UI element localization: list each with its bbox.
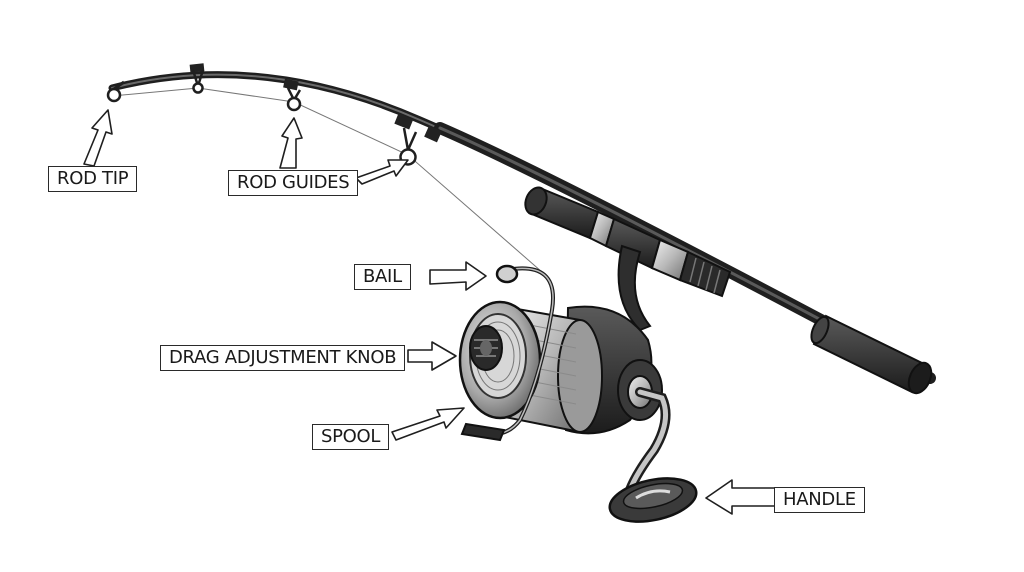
arrow-spool — [391, 407, 465, 441]
label-bail: BAIL — [354, 264, 411, 290]
label-drag-adjustment-knob: DRAG ADJUSTMENT KNOB — [160, 345, 406, 371]
rod-guide-2 — [286, 87, 302, 112]
arrow-rod-guide-3 — [355, 159, 409, 185]
reel-seat — [604, 217, 732, 298]
rod-guides — [191, 69, 418, 166]
callout-arrows — [83, 109, 781, 515]
rod-guide-1 — [191, 69, 205, 94]
label-spool: SPOOL — [312, 424, 390, 450]
label-rod-tip: ROD TIP — [48, 166, 138, 192]
label-rod-guides: ROD GUIDES — [228, 170, 359, 196]
label-handle: HANDLE — [774, 487, 865, 513]
arrow-rod-tip — [83, 109, 113, 167]
bail — [460, 264, 555, 442]
drag-adjustment-knob — [469, 325, 503, 371]
reel-handle — [608, 387, 698, 523]
arrow-bail — [429, 261, 487, 291]
arrow-handle — [705, 479, 781, 515]
rod-guide-3 — [399, 127, 418, 166]
arrow-drag — [407, 341, 457, 371]
rod-tip-guide — [106, 80, 125, 103]
arrow-rod-guide-2 — [279, 117, 303, 169]
rear-grip — [810, 314, 933, 395]
